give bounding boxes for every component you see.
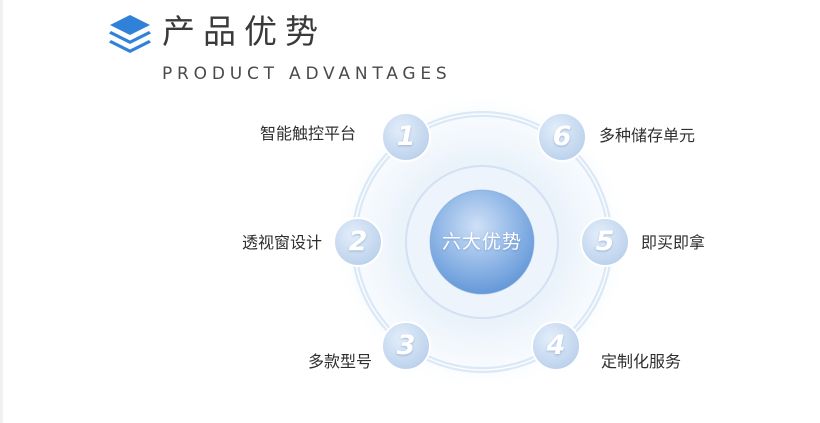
badge-5 (580, 217, 630, 267)
badge-6 (537, 112, 587, 162)
feature-label-2: 透视窗设计 (241, 233, 322, 252)
badge-number-5: 5 (595, 226, 615, 257)
layers-stack-icon (109, 15, 151, 53)
badge-1 (381, 112, 431, 162)
badge-number-3: 3 (396, 330, 416, 361)
badge-number-2: 2 (348, 226, 368, 257)
center-label: 六大优势 (441, 231, 522, 253)
page-subtitle: PRODUCT ADVANTAGES (162, 64, 452, 84)
feature-label-1: 智能触控平台 (259, 124, 356, 143)
feature-label-4: 定制化服务 (601, 352, 682, 371)
badge-2 (333, 217, 383, 267)
left-border (0, 0, 3, 423)
feature-label-6: 多种储存单元 (599, 126, 696, 145)
badge-number-4: 4 (546, 330, 566, 361)
badge-3 (381, 321, 431, 371)
feature-label-3: 多款型号 (307, 352, 372, 371)
page-title: 产品优势 (162, 12, 326, 51)
badge-number-1: 1 (396, 121, 416, 152)
feature-label-5: 即买即拿 (641, 233, 706, 252)
center-core (430, 190, 534, 294)
badge-4 (531, 321, 581, 371)
badge-number-6: 6 (552, 121, 572, 152)
